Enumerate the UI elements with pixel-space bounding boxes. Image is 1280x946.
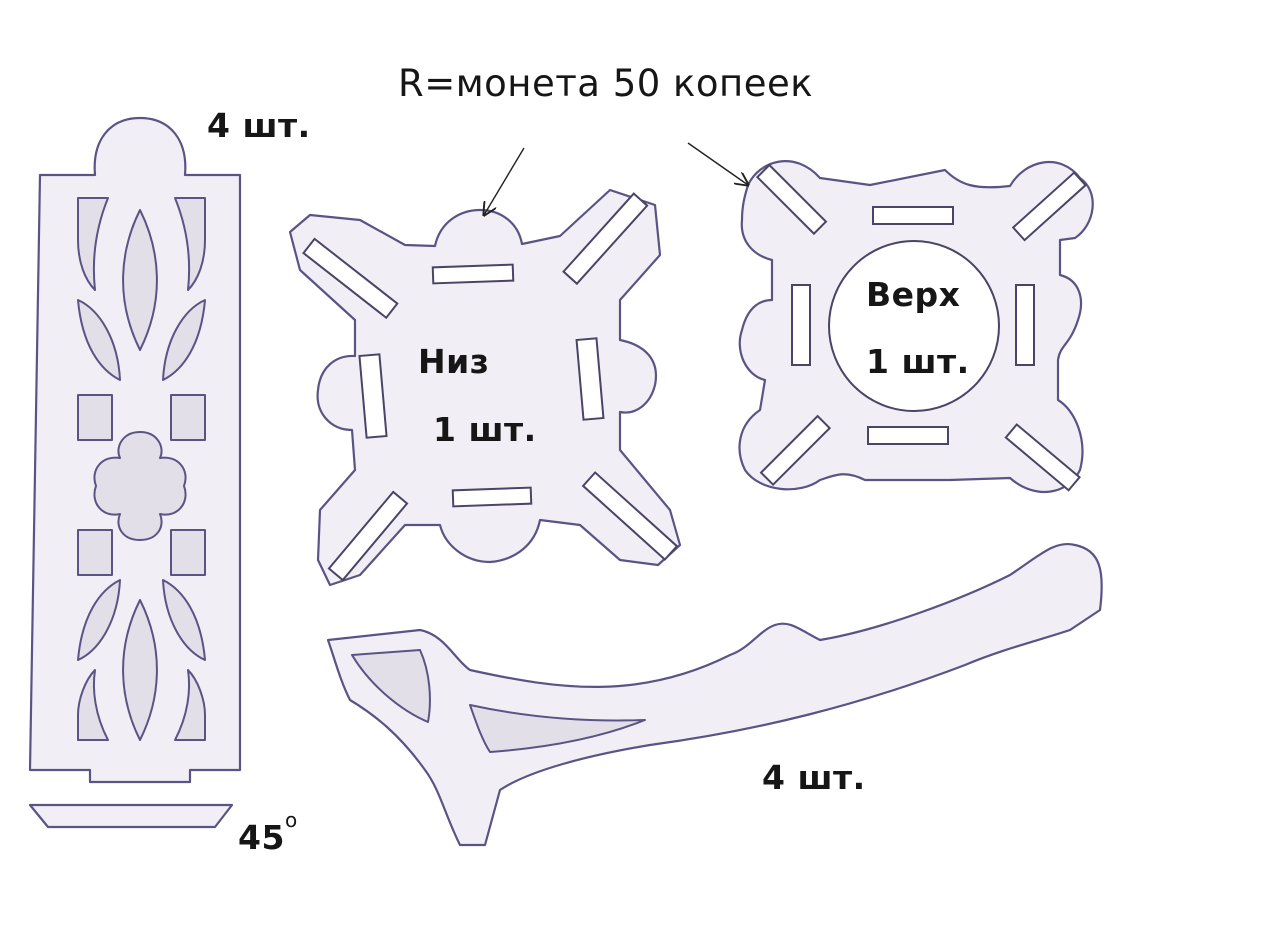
side-panel xyxy=(28,116,242,784)
bottom-slot-diag-tr xyxy=(562,192,649,286)
top-name: Верх xyxy=(866,275,961,314)
top-slot-right xyxy=(1015,284,1035,366)
top-slot-diag-br xyxy=(1004,423,1081,492)
bevel-angle-value: 45 xyxy=(238,818,285,857)
top-slot-diag-tr xyxy=(1011,171,1087,242)
side-panel-quantity: 4 шт. xyxy=(207,106,311,145)
bottom-piece xyxy=(288,188,682,587)
bottom-slot-bottom xyxy=(451,486,533,508)
bottom-name: Низ xyxy=(418,342,490,381)
bottom-outline xyxy=(288,188,682,587)
top-piece xyxy=(738,160,1094,493)
radius-note: R=монета 50 копеек xyxy=(398,62,814,105)
handle-opening-2 xyxy=(469,704,646,753)
handle-opening-1 xyxy=(351,649,431,723)
top-slot-diag-tl xyxy=(755,163,828,236)
bevel-angle: 45o xyxy=(238,808,298,857)
radius-arrow-top-piece xyxy=(687,142,748,185)
handle-piece xyxy=(326,542,1103,847)
degree-mark: o xyxy=(284,808,298,832)
top-quantity: 1 шт. xyxy=(866,342,970,381)
radius-arrow-bottom-piece xyxy=(484,147,525,215)
handle-quantity: 4 шт. xyxy=(762,758,866,797)
top-slot-bottom xyxy=(867,426,949,445)
bottom-slot-top xyxy=(431,263,515,285)
top-slot-diag-bl xyxy=(759,414,832,487)
top-slot-top xyxy=(872,206,954,225)
bottom-slot-diag-tl xyxy=(302,237,399,320)
bottom-slot-left xyxy=(358,353,388,439)
bevel-strip xyxy=(28,803,234,829)
bottom-slot-diag-bl xyxy=(327,490,409,582)
top-circle-opening xyxy=(828,240,1000,412)
bottom-slot-diag-br xyxy=(581,471,679,561)
side-panel-carving xyxy=(77,197,206,741)
bottom-slot-right xyxy=(575,337,605,421)
handle-outline xyxy=(326,542,1103,847)
top-slot-left xyxy=(791,284,811,366)
bottom-quantity: 1 шт. xyxy=(433,410,537,449)
